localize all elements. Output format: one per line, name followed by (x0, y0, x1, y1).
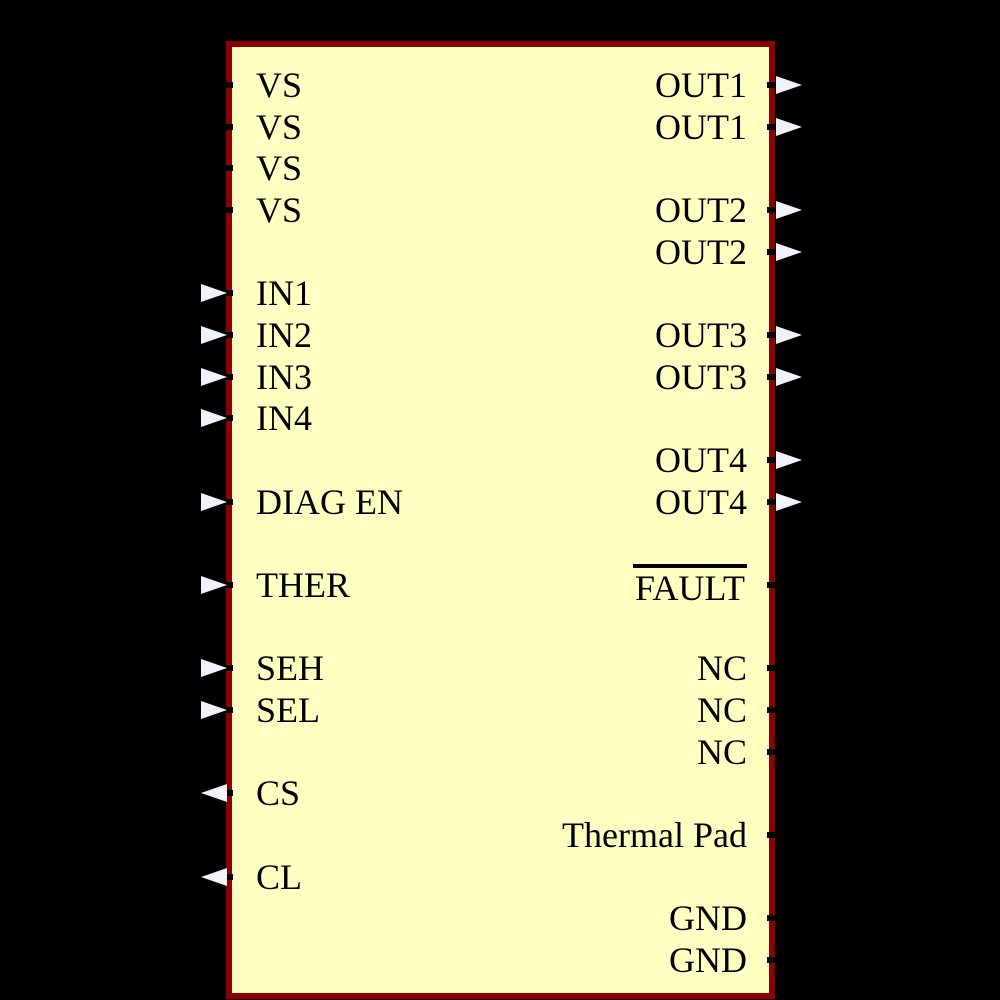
pin-right-nc: NC (0, 731, 1000, 773)
arrow-right-icon (776, 76, 802, 94)
pin-left-in2: IN2 (0, 314, 1000, 356)
pin-label: VS (256, 190, 303, 230)
pin-tick (767, 248, 780, 255)
pin-left-vs: VS (0, 64, 1000, 106)
pin-label: IN1 (256, 273, 312, 314)
pin-label: OUT3 (655, 356, 747, 397)
pin-label: SEH (256, 648, 325, 689)
pin-left-cl: CL (0, 856, 1000, 898)
pin-label: CS (256, 773, 301, 814)
pin-right-out1: OUT1 (0, 64, 1000, 106)
pin-tick (220, 207, 233, 213)
pin-label: NC (696, 690, 747, 731)
pin-left-ther: THER (0, 564, 1000, 606)
pin-tick (767, 123, 780, 130)
pin-tick (767, 915, 780, 922)
overline-decoration: FAULT (632, 564, 747, 606)
pin-left-cs: CS (0, 772, 1000, 814)
pin-label: CL (256, 856, 303, 897)
pin-label: OUT2 (655, 231, 747, 272)
arrow-right-icon (201, 701, 227, 720)
arrow-right-icon (776, 492, 802, 511)
arrow-right-icon (776, 201, 802, 219)
pin-label: FAULT (632, 564, 747, 606)
pin-tick (220, 82, 233, 88)
pin-tick (767, 373, 780, 380)
arrow-right-icon (776, 451, 802, 470)
pin-label: IN3 (256, 356, 312, 397)
pin-label: VS (256, 148, 303, 189)
pin-left-diag-en: DIAG EN (0, 481, 1000, 523)
arrow-right-icon (201, 367, 227, 386)
pin-label: VS (256, 65, 303, 105)
pin-tick (767, 957, 780, 964)
pin-tick (767, 748, 780, 755)
pin-left-seh: SEH (0, 647, 1000, 689)
pin-right-fault: FAULT (0, 564, 1000, 606)
pin-tick (767, 707, 780, 714)
pin-tick (767, 498, 780, 505)
pin-label: OUT1 (655, 106, 747, 147)
pin-left-vs: VS (0, 189, 1000, 231)
pin-left-sel: SEL (0, 689, 1000, 731)
arrow-left-icon (201, 784, 227, 803)
pin-right-out4: OUT4 (0, 439, 1000, 481)
pin-tick (220, 165, 233, 172)
pin-tick (767, 582, 780, 589)
pin-left-vs: VS (0, 106, 1000, 148)
pin-right-out2: OUT2 (0, 189, 1000, 231)
pin-right-out3: OUT3 (0, 314, 1000, 356)
pin-label: VS (256, 106, 303, 147)
pin-right-out1: OUT1 (0, 106, 1000, 148)
pin-label: OUT3 (655, 315, 747, 356)
pin-label: GND (669, 940, 747, 981)
pin-tick (767, 832, 780, 839)
arrow-right-icon (201, 659, 227, 678)
pin-label: OUT2 (655, 190, 747, 230)
pin-right-gnd: GND (0, 939, 1000, 981)
pin-right-nc: NC (0, 689, 1000, 731)
pin-label: Thermal Pad (562, 815, 747, 856)
arrow-right-icon (201, 284, 227, 303)
pin-left-in4: IN4 (0, 397, 1000, 439)
pin-right-out2: OUT2 (0, 231, 1000, 273)
pin-left-vs: VS (0, 147, 1000, 189)
pin-right-thermal-pad: Thermal Pad (0, 814, 1000, 856)
pin-tick (767, 207, 780, 213)
arrow-left-icon (201, 867, 227, 886)
pin-tick (767, 665, 780, 672)
pin-tick (220, 123, 233, 130)
arrow-right-icon (201, 576, 227, 595)
arrow-right-icon (776, 367, 802, 386)
pin-right-gnd: GND (0, 897, 1000, 939)
pin-label: OUT1 (655, 65, 747, 105)
pin-label: SEL (256, 690, 321, 731)
pin-label: NC (696, 731, 747, 772)
pin-right-out4: OUT4 (0, 481, 1000, 523)
arrow-right-icon (201, 326, 227, 345)
pin-tick (767, 82, 780, 88)
pin-tick (767, 457, 780, 464)
arrow-right-icon (776, 242, 802, 261)
arrow-right-icon (776, 117, 802, 136)
ic-body (226, 41, 775, 999)
pin-label: NC (696, 648, 747, 689)
pin-label: DIAG EN (256, 481, 403, 522)
pin-label: THER (256, 565, 350, 606)
pin-label: GND (669, 898, 747, 939)
pin-tick (767, 332, 780, 339)
pin-left-in1: IN1 (0, 272, 1000, 314)
pin-label: OUT4 (655, 440, 747, 481)
pin-label: OUT4 (655, 481, 747, 522)
arrow-right-icon (201, 492, 227, 511)
pin-label: IN4 (256, 398, 312, 439)
arrow-right-icon (201, 409, 227, 428)
pin-left-in3: IN3 (0, 356, 1000, 398)
pin-right-nc: NC (0, 647, 1000, 689)
arrow-right-icon (776, 326, 802, 345)
pin-label: IN2 (256, 315, 312, 356)
pin-right-out3: OUT3 (0, 356, 1000, 398)
